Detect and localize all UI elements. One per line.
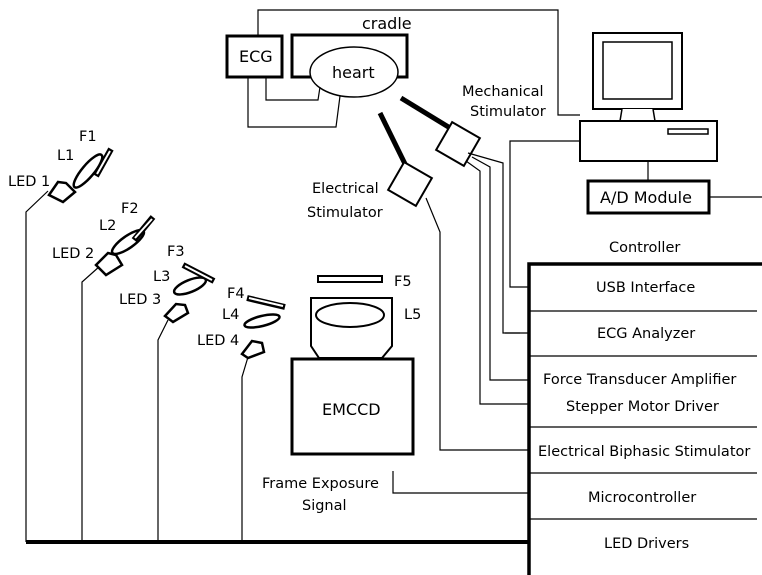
module-stepper-motor-driver: Stepper Motor Driver (566, 399, 719, 415)
filter-f5 (317, 275, 383, 283)
camera-assembly: F5 L5 EMCCD Frame Exposure Signal (262, 274, 421, 514)
heart-shape (309, 46, 399, 98)
ad-module-label: A/D Module (600, 188, 692, 207)
frame-exposure-label-1: Frame Exposure (262, 476, 379, 492)
module-electrical-biphasic-stimulator: Electrical Biphasic Stimulator (538, 444, 750, 460)
lens-l1 (72, 153, 104, 189)
mech-wire-3 (465, 160, 529, 405)
lens-l5-label: L5 (404, 307, 421, 323)
mech-wire-1 (467, 152, 529, 334)
cradle-cable (257, 9, 580, 116)
frame-exposure-wire (392, 471, 529, 494)
lens-l4 (243, 313, 281, 329)
mechanical-stimulator-label-2: Stimulator (470, 104, 546, 120)
led-1-icon (47, 180, 77, 204)
ecg-label: ECG (239, 47, 273, 66)
mechanical-stimulator-box (434, 120, 482, 168)
led-1-wire (25, 190, 49, 542)
controller-box (527, 262, 762, 575)
filter-f2-inner (134, 218, 153, 239)
led-2-icon (94, 251, 124, 277)
filter-f4-label: F4 (227, 286, 245, 302)
electrical-stimulator-label-2: Stimulator (307, 205, 383, 221)
emccd-label: EMCCD (322, 400, 381, 419)
led-3-wire (157, 319, 169, 542)
lens-l1-label: L1 (57, 148, 74, 164)
heart-label: heart (332, 63, 375, 82)
frame-exposure-label-2: Signal (302, 498, 347, 514)
filter-f1-inner (96, 150, 111, 175)
electrical-stimulator-rod (377, 111, 411, 172)
cradle-label: cradle (362, 14, 412, 33)
filter-f4-inner (248, 297, 284, 307)
module-ecg-analyzer: ECG Analyzer (597, 326, 695, 342)
led-2-label: LED 2 (52, 246, 94, 262)
monitor-screen (602, 41, 673, 100)
usb-wire (509, 140, 580, 288)
disk-drive (667, 128, 709, 135)
mechanical-stimulator-label-1: Mechanical (462, 84, 544, 100)
module-usb-interface: USB Interface (596, 280, 695, 296)
ecg-box (225, 34, 284, 79)
filter-f5-label: F5 (394, 274, 412, 290)
filter-f3-inner (184, 265, 213, 281)
lens-l4-label: L4 (222, 307, 239, 323)
computer: A/D Module (579, 32, 762, 215)
electrical-wire (425, 197, 529, 451)
controller-label: Controller (609, 240, 680, 256)
lens-l2-label: L2 (99, 218, 116, 234)
led-1-label: LED 1 (8, 174, 50, 190)
led-path-4: LED 4 L4 F4 (197, 286, 286, 542)
electrical-stimulator-box (386, 160, 434, 208)
led-3-label: LED 3 (119, 292, 161, 308)
led-path-1: LED 1 L1 F1 (8, 129, 114, 542)
led-4-label: LED 4 (197, 333, 239, 349)
led-4-icon (240, 339, 266, 360)
filter-f1-label: F1 (79, 129, 97, 145)
ecg-wire-top (265, 78, 321, 101)
electrical-stimulator: Electrical Stimulator (307, 111, 434, 221)
filter-f3-label: F3 (167, 244, 185, 260)
led-path-3: LED 3 L3 F3 (119, 244, 216, 542)
module-led-drivers: LED Drivers (604, 536, 689, 552)
mechanical-stimulator-rod (399, 95, 457, 134)
mechanical-stimulator: Mechanical Stimulator (399, 84, 546, 168)
computer-case (579, 120, 718, 162)
module-force-transducer-amplifier: Force Transducer Amplifier (543, 372, 736, 388)
lens-l3-label: L3 (153, 269, 170, 285)
filter-f2-label: F2 (121, 201, 139, 217)
electrical-stimulator-label-1: Electrical (312, 181, 379, 197)
controller: Controller USB Interface ECG Analyzer Fo… (527, 240, 762, 575)
ecg-wire-bottom (247, 78, 341, 128)
module-microcontroller: Microcontroller (588, 490, 696, 506)
monitor-stand (619, 108, 656, 122)
lens-l5 (315, 302, 385, 328)
led-2-wire (81, 265, 101, 542)
led-3-icon (163, 302, 190, 324)
emccd-box (290, 357, 415, 456)
led-path-2: LED 2 L2 F2 (52, 201, 156, 542)
cradle-assembly: cradle ECG heart (225, 9, 580, 128)
mech-wire-2 (471, 156, 529, 381)
led-4-wire (241, 356, 249, 542)
controller-wiring (392, 140, 580, 494)
ad-module-box (586, 179, 711, 215)
